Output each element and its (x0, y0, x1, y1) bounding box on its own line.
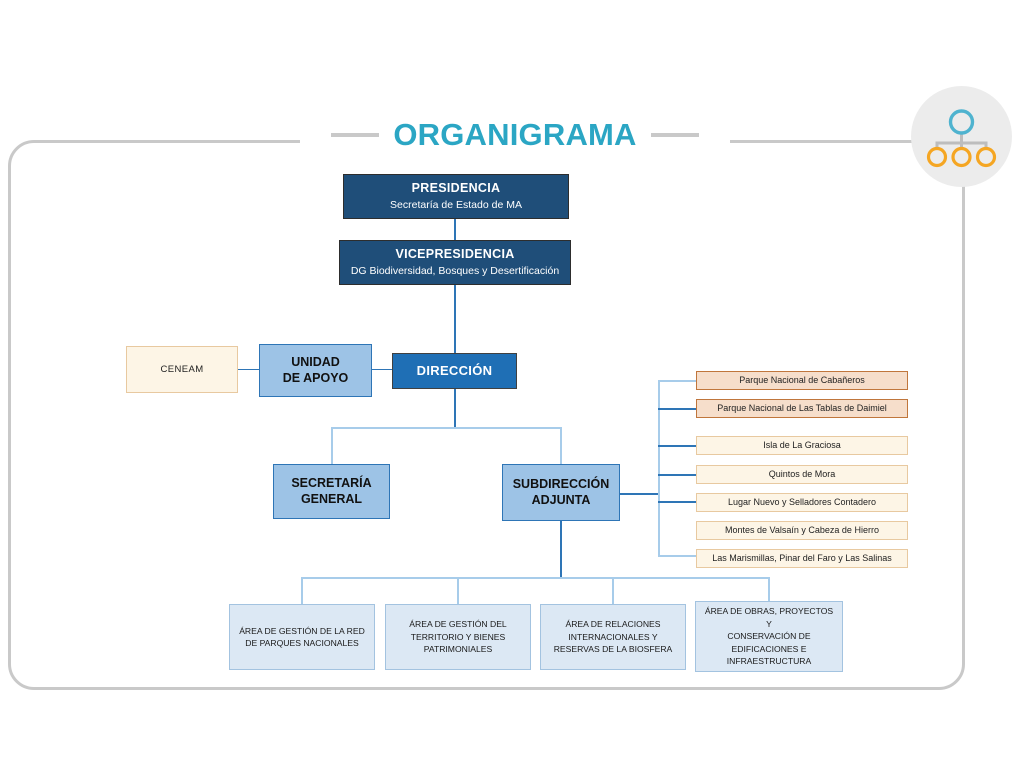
node-presidencia-subtitle: Secretaría de Estado de MA (390, 198, 522, 211)
connector-area-drop-4 (768, 577, 770, 604)
node-direccion-title: DIRECCIÓN (416, 362, 493, 378)
centro-item-1-label: Parque Nacional de Cabañeros (739, 374, 865, 385)
title-frame-gap (300, 126, 730, 160)
connector-area-drop-2 (457, 577, 459, 604)
area-item-4-line4: INFRAESTRUCTURA (726, 656, 812, 667)
connector-centro-3 (658, 445, 696, 447)
connector-bus-nivel3 (331, 427, 562, 429)
area-item-1[interactable]: ÁREA DE GESTIÓN DE LA RED DE PARQUES NAC… (229, 604, 375, 670)
centro-item-3-label: Isla de La Graciosa (763, 439, 841, 450)
connector-presidencia-vicepresidencia (454, 219, 456, 240)
centro-item-4[interactable]: Quintos de Mora (696, 465, 908, 484)
centro-item-7[interactable]: Las Marismillas, Pinar del Faro y Las Sa… (696, 549, 908, 568)
area-item-3-line3: RESERVAS DE LA BIOSFERA (553, 644, 673, 655)
centro-item-1[interactable]: Parque Nacional de Cabañeros (696, 371, 908, 390)
node-vicepresidencia[interactable]: VICEPRESIDENCIA DG Biodiversidad, Bosque… (339, 240, 571, 285)
centro-item-7-label: Las Marismillas, Pinar del Faro y Las Sa… (712, 552, 892, 563)
connector-bus-to-subdireccion (560, 427, 562, 464)
connector-direccion-drop (454, 389, 456, 428)
node-unidad-de-apoyo[interactable]: UNIDAD DE APOYO (259, 344, 372, 397)
connector-centro-7 (658, 555, 696, 557)
org-chart-icon (911, 86, 1012, 187)
node-vicepresidencia-title: VICEPRESIDENCIA (395, 247, 515, 262)
area-item-4-line1: ÁREA DE OBRAS, PROYECTOS Y (704, 606, 834, 629)
area-item-2-line1: ÁREA DE GESTIÓN DEL (409, 619, 507, 630)
area-item-3-line2: INTERNACIONALES Y (568, 631, 658, 642)
connector-area-drop-3 (612, 577, 614, 604)
connector-direccion-unidad (372, 369, 393, 370)
centro-item-3[interactable]: Isla de La Graciosa (696, 436, 908, 455)
title-block: ORGANIGRAMA (300, 112, 730, 158)
area-item-4[interactable]: ÁREA DE OBRAS, PROYECTOS Y CONSERVACIÓN … (695, 601, 843, 672)
node-secretaria-line2: GENERAL (300, 491, 363, 506)
title-rule-right (650, 133, 699, 137)
area-item-3[interactable]: ÁREA DE RELACIONES INTERNACIONALES Y RES… (540, 604, 686, 670)
connector-centro-5 (658, 501, 696, 503)
connector-subdireccion-centros (620, 493, 660, 495)
node-direccion[interactable]: DIRECCIÓN (392, 353, 517, 389)
page-title: ORGANIGRAMA (393, 117, 637, 152)
node-presidencia[interactable]: PRESIDENCIA Secretaría de Estado de MA (343, 174, 569, 219)
node-subdireccion-line1: SUBDIRECCIÓN (512, 476, 610, 491)
centro-item-4-label: Quintos de Mora (768, 468, 836, 479)
connector-centro-4 (658, 474, 696, 476)
connector-centro-1 (658, 380, 696, 382)
connector-bus-areas (301, 577, 770, 579)
connector-centro-2 (658, 408, 696, 410)
title-rule-left (331, 133, 380, 137)
connector-bus-to-secretaria (331, 427, 333, 464)
centro-item-5-label: Lugar Nuevo y Selladores Contadero (727, 496, 877, 507)
area-item-1-line2: DE PARQUES NACIONALES (245, 638, 359, 648)
node-subdireccion-line2: ADJUNTA (531, 492, 591, 507)
area-item-2-line2: TERRITORIO Y BIENES (410, 631, 506, 642)
connector-unidad-ceneam (238, 369, 259, 370)
connector-vicepresidencia-direccion (454, 284, 456, 353)
node-presidencia-title: PRESIDENCIA (411, 181, 501, 196)
centro-item-6[interactable]: Montes de Valsaín y Cabeza de Hierro (696, 521, 908, 540)
area-item-1-line1: ÁREA DE GESTIÓN DE LA RED (239, 625, 365, 636)
area-item-2-line3: PATRIMONIALES (423, 644, 493, 655)
node-secretaria-general[interactable]: SECRETARÍA GENERAL (273, 464, 390, 519)
node-ceneam-title: CENEAM (160, 363, 204, 375)
node-secretaria-line1: SECRETARÍA (291, 475, 372, 490)
area-item-4-line3: EDIFICACIONES E (731, 643, 807, 654)
centro-item-6-label: Montes de Valsaín y Cabeza de Hierro (725, 524, 879, 535)
connector-subdireccion-drop (560, 521, 562, 578)
node-unidad-line2: DE APOYO (282, 370, 349, 385)
node-ceneam[interactable]: CENEAM (126, 346, 238, 393)
area-item-3-line1: ÁREA DE RELACIONES (565, 619, 661, 630)
connector-area-drop-1 (301, 577, 303, 604)
centro-item-2[interactable]: Parque Nacional de Las Tablas de Daimiel (696, 399, 908, 418)
node-subdireccion-adjunta[interactable]: SUBDIRECCIÓN ADJUNTA (502, 464, 620, 521)
node-unidad-line1: UNIDAD (291, 354, 340, 369)
centro-item-5[interactable]: Lugar Nuevo y Selladores Contadero (696, 493, 908, 512)
centro-item-2-label: Parque Nacional de Las Tablas de Daimiel (717, 402, 887, 413)
connector-centros-bus (658, 381, 660, 556)
node-vicepresidencia-subtitle: DG Biodiversidad, Bosques y Desertificac… (350, 264, 560, 277)
area-item-4-line2: CONSERVACIÓN DE (727, 631, 811, 642)
area-item-2[interactable]: ÁREA DE GESTIÓN DEL TERRITORIO Y BIENES … (385, 604, 531, 670)
